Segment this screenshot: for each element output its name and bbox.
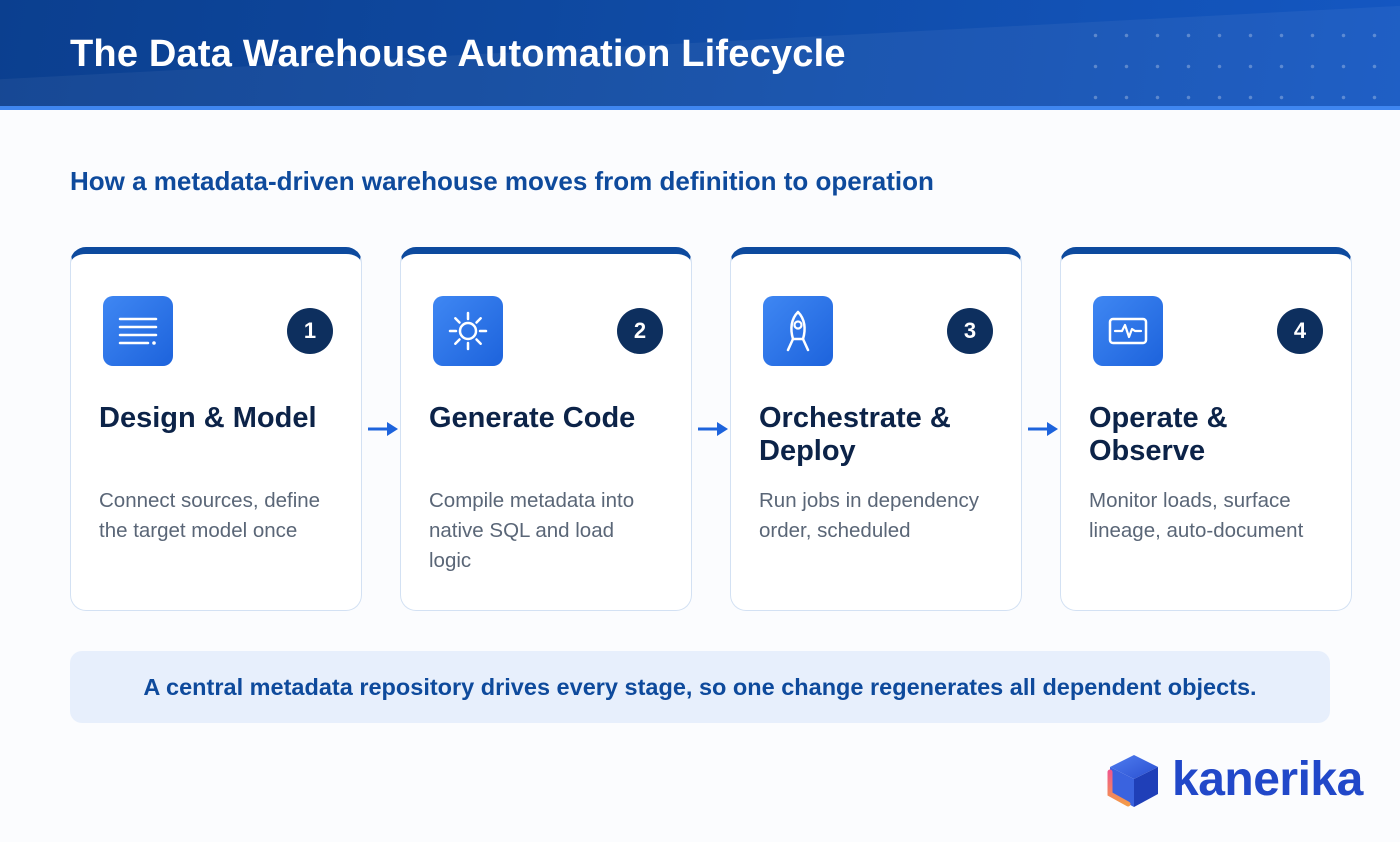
stage-description: Connect sources, define the target model… — [99, 489, 321, 542]
callout-text: A central metadata repository drives eve… — [143, 673, 1257, 700]
brand-wordmark: kanerika — [1172, 753, 1363, 806]
stage-title: Orchestrate & Deploy — [759, 402, 951, 467]
step-number-badge: 3 — [947, 308, 993, 354]
arrow-right-icon — [698, 422, 728, 436]
stage-description: Monitor loads, surface lineage, auto-doc… — [1089, 489, 1304, 542]
arrow-right-icon — [368, 422, 398, 436]
lines-icon — [103, 296, 173, 366]
page-title: The Data Warehouse Automation Lifecycle — [70, 33, 846, 75]
arrow-right-icon — [1028, 422, 1058, 436]
cube-logo-icon — [1107, 755, 1158, 807]
stage-title: Generate Code — [429, 402, 636, 434]
stage-description: Compile metadata into native SQL and loa… — [429, 489, 635, 572]
stage-card-1: 1 Design & Model Connect sources, define… — [70, 247, 362, 611]
gear-icon — [433, 296, 503, 366]
step-number-badge: 2 — [617, 308, 663, 354]
stage-title: Operate & Observe — [1089, 402, 1228, 467]
header-banner: The Data Warehouse Automation Lifecycle — [0, 0, 1400, 110]
step-number-badge: 1 — [287, 308, 333, 354]
page-subtitle: How a metadata-driven warehouse moves fr… — [70, 166, 934, 196]
stage-description: Run jobs in dependency order, scheduled — [759, 489, 979, 542]
stage-card-2: 2 Generate Code Compile metadata into na… — [400, 247, 692, 611]
stage-card-3: 3 Orchestrate & Deploy Run jobs in depen… — [730, 247, 1022, 611]
stage-card-4: 4 Operate & Observe Monitor loads, surfa… — [1060, 247, 1352, 611]
rocket-icon — [763, 296, 833, 366]
brand-logo: kanerika — [1106, 752, 1366, 812]
monitor-pulse-icon — [1093, 296, 1163, 366]
step-number-badge: 4 — [1277, 308, 1323, 354]
summary-callout: A central metadata repository drives eve… — [70, 651, 1330, 723]
stage-title: Design & Model — [99, 402, 317, 434]
dot-pattern — [1080, 20, 1380, 100]
